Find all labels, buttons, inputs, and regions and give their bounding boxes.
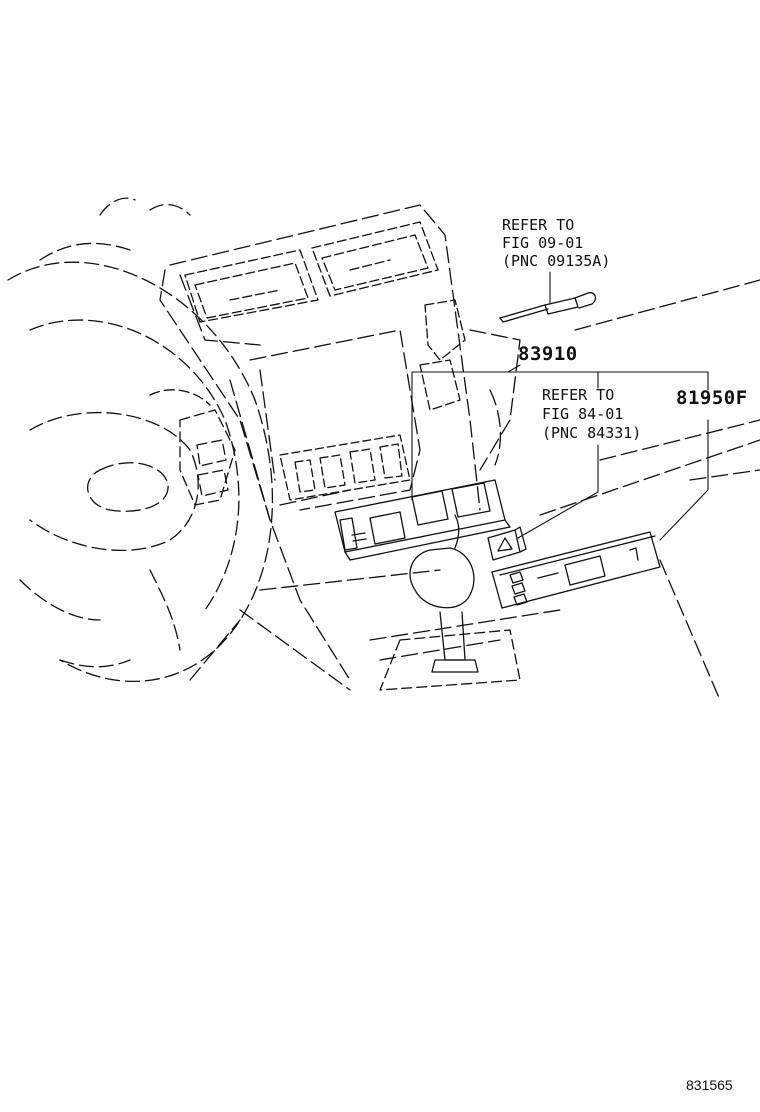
- center-air-vents: [184, 221, 466, 411]
- hazard-switch: [487, 526, 527, 561]
- part-number-83910: 83910: [518, 343, 578, 365]
- refer-84-line-1: REFER TO: [542, 386, 615, 404]
- leader-lines: [411, 271, 709, 541]
- illustration-number: 831565: [686, 1077, 733, 1093]
- steering-wheel-phantom: [7, 197, 274, 682]
- climate-panel-phantom: [279, 434, 411, 501]
- dashboard-phantom: [159, 204, 760, 701]
- refer-84-line-3: (PNC 84331): [542, 424, 642, 442]
- screwdriver-tool: [499, 292, 597, 323]
- refer-84-line-2: FIG 84-01: [542, 405, 624, 423]
- refer-09-line-1: REFER TO: [502, 216, 575, 234]
- refer-09-line-2: FIG 09-01: [502, 234, 584, 252]
- clock-panel-81950F: [491, 531, 661, 609]
- shift-lever: [379, 514, 521, 691]
- refer-09-line-3: (PNC 09135A): [502, 252, 611, 270]
- steering-switches: [149, 389, 236, 506]
- center-switch-assembly: [334, 479, 511, 561]
- part-number-81950F: 81950F: [676, 387, 748, 409]
